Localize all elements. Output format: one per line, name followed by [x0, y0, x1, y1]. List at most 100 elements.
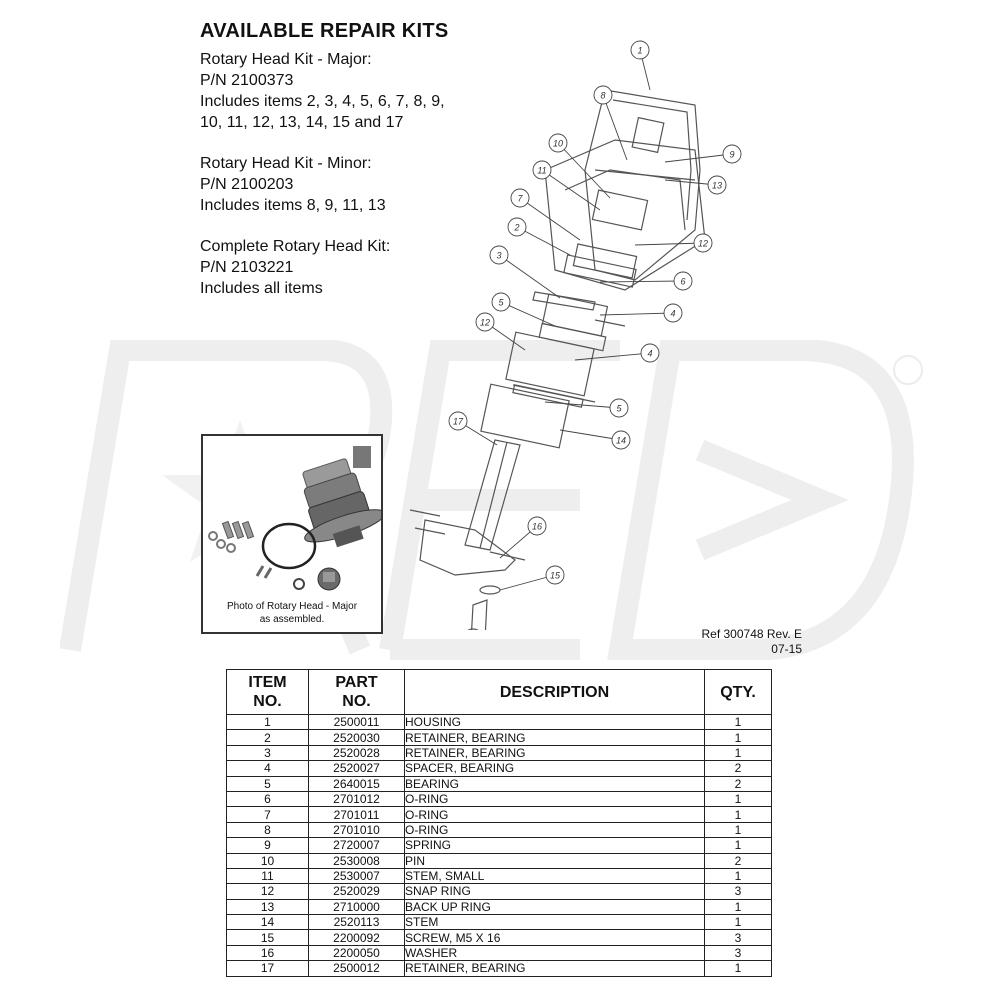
callout-circle: [510, 188, 530, 208]
callout-circle: [548, 133, 568, 153]
callout-leader: [519, 197, 581, 241]
cell-part-no: 2520029: [308, 883, 405, 900]
reference-number: Ref 300748 Rev. E: [701, 627, 802, 641]
cell-qty: 1: [704, 898, 772, 916]
callout-leader: [664, 153, 733, 163]
cell-qty: 2: [704, 760, 772, 777]
callout-leader: [498, 254, 561, 299]
repair-kits-heading: AVAILABLE REPAIR KITS: [200, 20, 449, 42]
kit-minor: Rotary Head Kit - Minor: P/N 2100203 Inc…: [200, 153, 500, 216]
cell-description: BACK UP RING: [404, 898, 705, 916]
callout-leader: [599, 312, 674, 316]
callout-number: 7: [517, 194, 523, 204]
rotary-head-illustration: [208, 446, 381, 591]
callout-leader: [544, 401, 620, 409]
callout-circle: [673, 271, 693, 291]
callout-number: 11: [537, 166, 546, 176]
photo-caption: Photo of Rotary Head - Major as assemble…: [203, 600, 381, 626]
callout-number: 8: [600, 91, 605, 101]
cell-qty: 1: [704, 821, 772, 839]
cell-part-no: 2530008: [308, 852, 405, 869]
cell-item-no: 10: [226, 852, 309, 869]
cell-qty: 1: [704, 867, 772, 885]
kit-part-number: P/N 2103221: [200, 259, 294, 276]
cell-description: BEARING: [404, 775, 705, 792]
cell-qty: 1: [704, 729, 772, 746]
cell-item-no: 16: [226, 944, 309, 962]
callout-number: 3: [496, 251, 501, 261]
cell-item-no: 17: [226, 960, 309, 977]
cell-item-no: 14: [226, 914, 309, 931]
cell-description: O-RING: [404, 806, 705, 823]
cell-qty: 3: [704, 883, 772, 900]
callout-circle: [532, 160, 552, 180]
cell-description: STEM, SMALL: [404, 867, 705, 885]
callout-circle: [448, 411, 468, 431]
kit-includes: Includes items 8, 9, 11, 13: [200, 197, 386, 214]
cell-qty: 2: [704, 852, 772, 869]
cell-part-no: 2520028: [308, 744, 405, 762]
callout-leader: [541, 169, 601, 211]
cell-item-no: 6: [226, 790, 309, 808]
header-part-no: PART NO.: [308, 669, 405, 715]
cell-qty: 1: [704, 806, 772, 823]
callout-leader: [500, 301, 556, 327]
cell-description: PIN: [404, 852, 705, 869]
kit-complete: Complete Rotary Head Kit: P/N 2103221 In…: [200, 236, 500, 299]
cell-item-no: 2: [226, 729, 309, 746]
cell-item-no: 9: [226, 837, 309, 854]
cell-part-no: 2701012: [308, 790, 405, 808]
callout-circle: [707, 175, 727, 195]
cell-part-no: 2720007: [308, 837, 405, 854]
header-qty: QTY.: [704, 669, 772, 715]
cell-qty: 1: [704, 914, 772, 931]
callout-number: 4: [670, 309, 675, 319]
cell-description: RETAINER, BEARING: [404, 960, 705, 977]
cell-item-no: 12: [226, 883, 309, 900]
callout-number: 17: [453, 417, 464, 427]
cell-item-no: 15: [226, 929, 309, 946]
kit-name: Complete Rotary Head Kit:: [200, 238, 391, 255]
callout-number: 4: [647, 349, 652, 359]
cell-item-no: 8: [226, 821, 309, 839]
cell-item-no: 13: [226, 898, 309, 916]
cell-qty: 3: [704, 929, 772, 946]
cell-description: SPRING: [404, 837, 705, 854]
callout-leader: [557, 142, 611, 199]
kit-includes: Includes items 2, 3, 4, 5, 6, 7, 8, 9,: [200, 93, 445, 110]
kit-part-number: P/N 2100373: [200, 72, 294, 89]
reference-date: 07-15: [771, 642, 802, 656]
cell-description: STEM: [404, 914, 705, 931]
kit-major: Rotary Head Kit - Major: P/N 2100373 Inc…: [200, 49, 500, 133]
cell-part-no: 2640015: [308, 775, 405, 792]
cell-part-no: 2200050: [308, 944, 405, 962]
callout-circle: [475, 312, 495, 332]
cell-qty: 1: [704, 790, 772, 808]
callout-number: 1: [637, 46, 642, 56]
cell-description: HOUSING: [404, 713, 705, 731]
cell-description: SCREW, M5 X 16: [404, 929, 705, 946]
cell-part-no: 2701010: [308, 821, 405, 839]
callout-number: 9: [729, 150, 734, 160]
callout-leader: [574, 352, 651, 361]
cell-part-no: 2200092: [308, 929, 405, 946]
callout-circle: [489, 245, 509, 265]
cell-part-no: 2520027: [308, 760, 405, 777]
cell-description: O-RING: [404, 790, 705, 808]
cell-part-no: 2520113: [308, 914, 405, 931]
callout-number: 5: [498, 298, 504, 308]
cell-part-no: 2500011: [308, 713, 405, 731]
callout-number: 14: [616, 436, 626, 446]
header-description: DESCRIPTION: [404, 669, 705, 715]
callout-number: 2: [513, 223, 519, 233]
